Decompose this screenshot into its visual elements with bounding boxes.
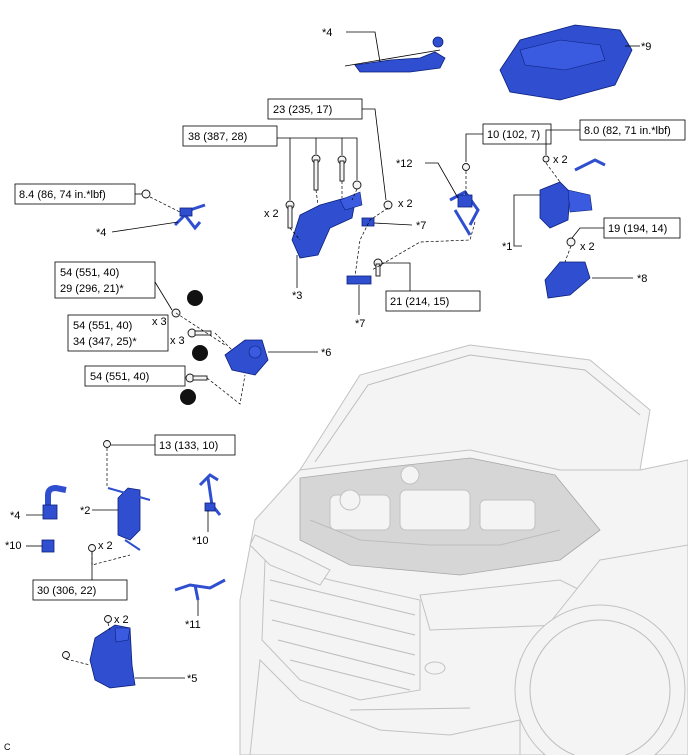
torque-box-30 — [32, 579, 128, 601]
callout-10-right: *10 — [192, 535, 209, 547]
wire-harness-10-part — [198, 473, 222, 516]
callout-10-left: *10 — [5, 540, 22, 552]
torque-label-8-4: 8.4 (86, 74 in.*lbf) — [19, 189, 106, 201]
torque-callouts: 23 (235, 17) 38 (387, 28) 10 (102, 7) 8.… — [14, 98, 686, 601]
callout-7-a: *7 — [416, 220, 426, 232]
qty-x2-d: x 2 — [580, 241, 595, 253]
callout-12: *12 — [396, 158, 413, 170]
engine-cover-part — [499, 24, 640, 101]
clip-10-left-part — [41, 539, 55, 553]
bracket-8-part — [544, 261, 633, 299]
callout-2: *2 — [80, 505, 90, 517]
fasteners — [62, 154, 576, 659]
torque-box-54-c — [84, 365, 186, 387]
qty-x2-f: x 2 — [114, 614, 129, 626]
torque-label-38: 38 (387, 28) — [188, 131, 247, 143]
callout-11: *11 — [185, 619, 201, 631]
qty-x2-c: x 2 — [553, 154, 568, 166]
wire-harness-left-part — [111, 203, 206, 233]
callout-3: *3 — [292, 290, 302, 302]
bracket-2-part — [92, 487, 151, 551]
callout-4-left: *4 — [96, 227, 106, 239]
torque-label-34: 34 (347, 25)* — [73, 336, 137, 348]
torque-label-10: 10 (102, 7) — [487, 129, 540, 141]
wire-harness-bottom-part — [42, 484, 67, 520]
torque-label-54-c: 54 (551, 40) — [90, 371, 149, 383]
qty-x3-b: x 3 — [170, 335, 185, 347]
wire-harness-top-part — [344, 31, 446, 73]
bracket-6-part — [224, 339, 318, 376]
callout-4-bottom: *4 — [10, 510, 20, 522]
torque-label-21: 21 (214, 15) — [390, 296, 449, 308]
callout-5: *5 — [187, 673, 197, 685]
callout-1: *1 — [502, 241, 512, 253]
torque-label-29: 29 (296, 21)* — [60, 283, 124, 295]
torque-label-13: 13 (133, 10) — [159, 440, 218, 452]
torque-label-19: 19 (194, 14) — [608, 223, 667, 235]
torque-box-54-34 — [67, 314, 169, 352]
qty-x2-a: x 2 — [264, 208, 279, 220]
torque-box-21 — [385, 290, 481, 312]
assembly-dashed-lines — [65, 162, 572, 666]
qty-x2-b: x 2 — [398, 198, 413, 210]
torque-label-30: 30 (306, 22) — [37, 585, 96, 597]
vehicle-front-illustration — [239, 344, 688, 755]
callout-8: *8 — [637, 273, 647, 285]
torque-box-54-29 — [54, 261, 156, 299]
torque-label-8-0: 8.0 (82, 71 in.*lbf) — [584, 125, 671, 137]
callout-4-top: *4 — [322, 27, 332, 39]
torque-label-54-a: 54 (551, 40) — [60, 267, 119, 279]
torque-label-23: 23 (235, 17) — [273, 104, 332, 116]
intake-bracket-part — [291, 191, 375, 288]
quantity-labels: x 2 x 2 x 2 x 2 x 3 x 3 x 2 x 2 — [98, 154, 595, 626]
cover-5-part — [89, 624, 185, 689]
qty-x2-e: x 2 — [98, 540, 113, 552]
corner-letter: C — [4, 742, 11, 752]
component-1-part — [513, 158, 606, 247]
wire-harness-11-part — [174, 578, 226, 601]
callout-6: *6 — [321, 347, 331, 359]
torque-box-38 — [182, 125, 278, 147]
callout-7-b: *7 — [355, 318, 365, 330]
callout-9: *9 — [641, 41, 651, 53]
part-callouts: *4 *9 *12 *4 *7 *3 *1 *8 *7 *6 *2 *4 *10… — [5, 27, 651, 685]
torque-label-54-b: 54 (551, 40) — [73, 320, 132, 332]
qty-x3-a: x 3 — [152, 316, 167, 328]
wire-harness-12-part — [425, 162, 480, 236]
